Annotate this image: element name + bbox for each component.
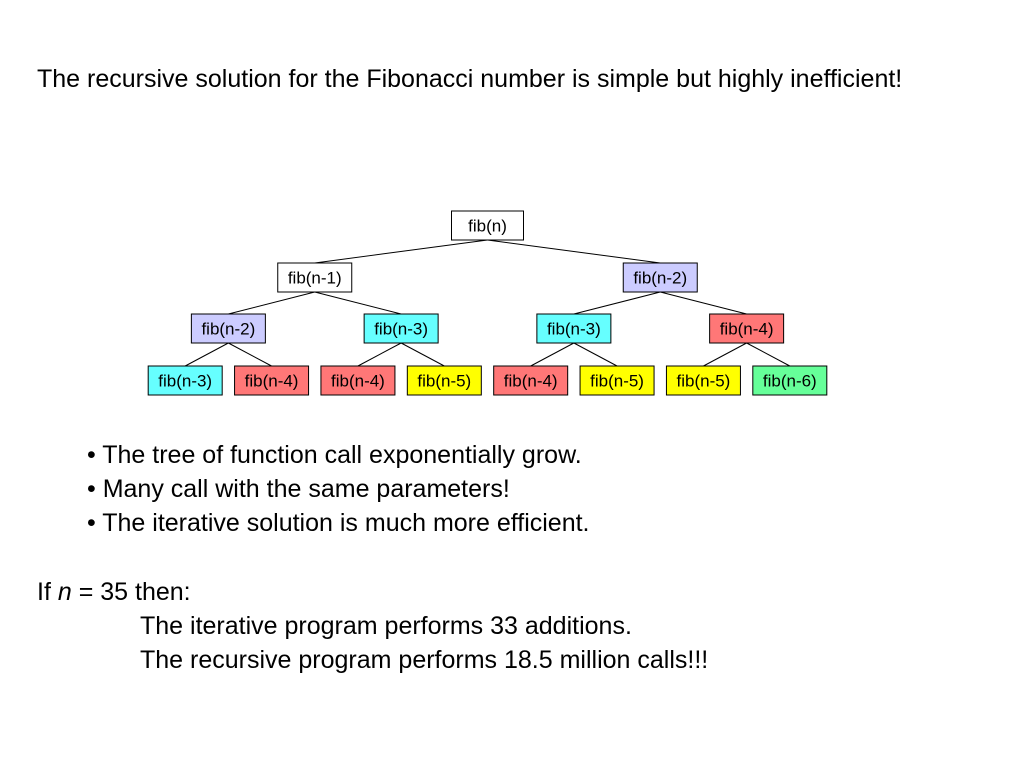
tree-node-box [665,365,741,396]
tree-node: fib(n-2) [190,313,266,344]
tree-edge [703,342,747,367]
tree-node-box [709,313,785,344]
tree-node-box [406,365,482,396]
tree-node: fib(n-6) [752,365,828,396]
tree-edge [573,342,618,367]
tree-edge [357,342,402,367]
tree-edge [228,342,272,367]
tree-node-box [451,210,524,241]
bullet-item: • Many call with the same parameters! [87,475,510,503]
tree-node-label: fib(n-5) [590,372,644,391]
tree-node-label: fib(n-3) [547,320,601,339]
tree-node: fib(n-4) [320,365,396,396]
tree-node: fib(n-5) [665,365,741,396]
tree-node-label: fib(n-4) [504,372,558,391]
tree-node: fib(n-5) [406,365,482,396]
tree-node-label: fib(n-3) [158,372,212,391]
tree-node-box [234,365,310,396]
tree-node: fib(n-2) [622,262,698,293]
tree-edge [314,239,488,264]
bullet-list: • The tree of function call exponentiall… [87,438,590,540]
tree-node: fib(n-3) [147,365,223,396]
tree-edge [487,239,661,264]
intro-text: The recursive solution for the Fibonacci… [37,65,903,93]
tree-node-box [752,365,828,396]
tree-edge [314,291,402,315]
tree-edge [746,342,791,367]
tree-node-box [536,313,612,344]
bullet-item: • The iterative solution is much more ef… [87,509,590,537]
tree-node: fib(n-4) [234,365,310,396]
tree-node-box [363,313,439,344]
tree-node: fib(n) [451,210,524,241]
tree-node-label: fib(n-2) [633,269,687,288]
recursive-result: The recursive program performs 18.5 mill… [140,646,709,674]
tree-node-label: fib(n-5) [417,372,471,391]
tree-node-label: fib(n) [468,217,507,236]
tree-node-box [277,262,353,293]
tree-node-box [579,365,655,396]
tree-node-label: fib(n-2) [201,320,255,339]
tree-node: fib(n-3) [363,313,439,344]
tree-node-label: fib(n-6) [763,372,817,391]
tree-node: fib(n-5) [579,365,655,396]
tree-node-box [622,262,698,293]
tree-edge [228,291,315,315]
tree-node-label: fib(n-4) [245,372,299,391]
iterative-result: The iterative program performs 33 additi… [140,612,632,640]
tree-node: fib(n-4) [493,365,569,396]
bullet-item: • The tree of function call exponentiall… [87,441,582,469]
conclusion-prefix: If [37,578,58,606]
tree-edge [573,291,661,315]
tree-node-box [493,365,569,396]
tree-node-box [190,313,266,344]
conclusion: If n = 35 then: The iterative program pe… [37,575,708,677]
variable-n: n [57,578,72,606]
tree-edge [400,342,445,367]
tree-edge [660,291,747,315]
tree-node: fib(n-3) [536,313,612,344]
tree-node: fib(n-1) [277,262,353,293]
conclusion-condition-text: = 35 then: [71,578,191,606]
tree-node-label: fib(n-1) [288,269,342,288]
tree-node: fib(n-4) [709,313,785,344]
tree-node-label: fib(n-4) [720,320,774,339]
tree-node-label: fib(n-5) [677,372,731,391]
tree-edge [530,342,575,367]
tree-node-box [147,365,223,396]
tree-node-box [320,365,396,396]
tree-node-label: fib(n-4) [331,372,385,391]
tree-edge [184,342,229,367]
conclusion-condition: If n = 35 then: [37,575,708,609]
tree-node-label: fib(n-3) [374,320,428,339]
